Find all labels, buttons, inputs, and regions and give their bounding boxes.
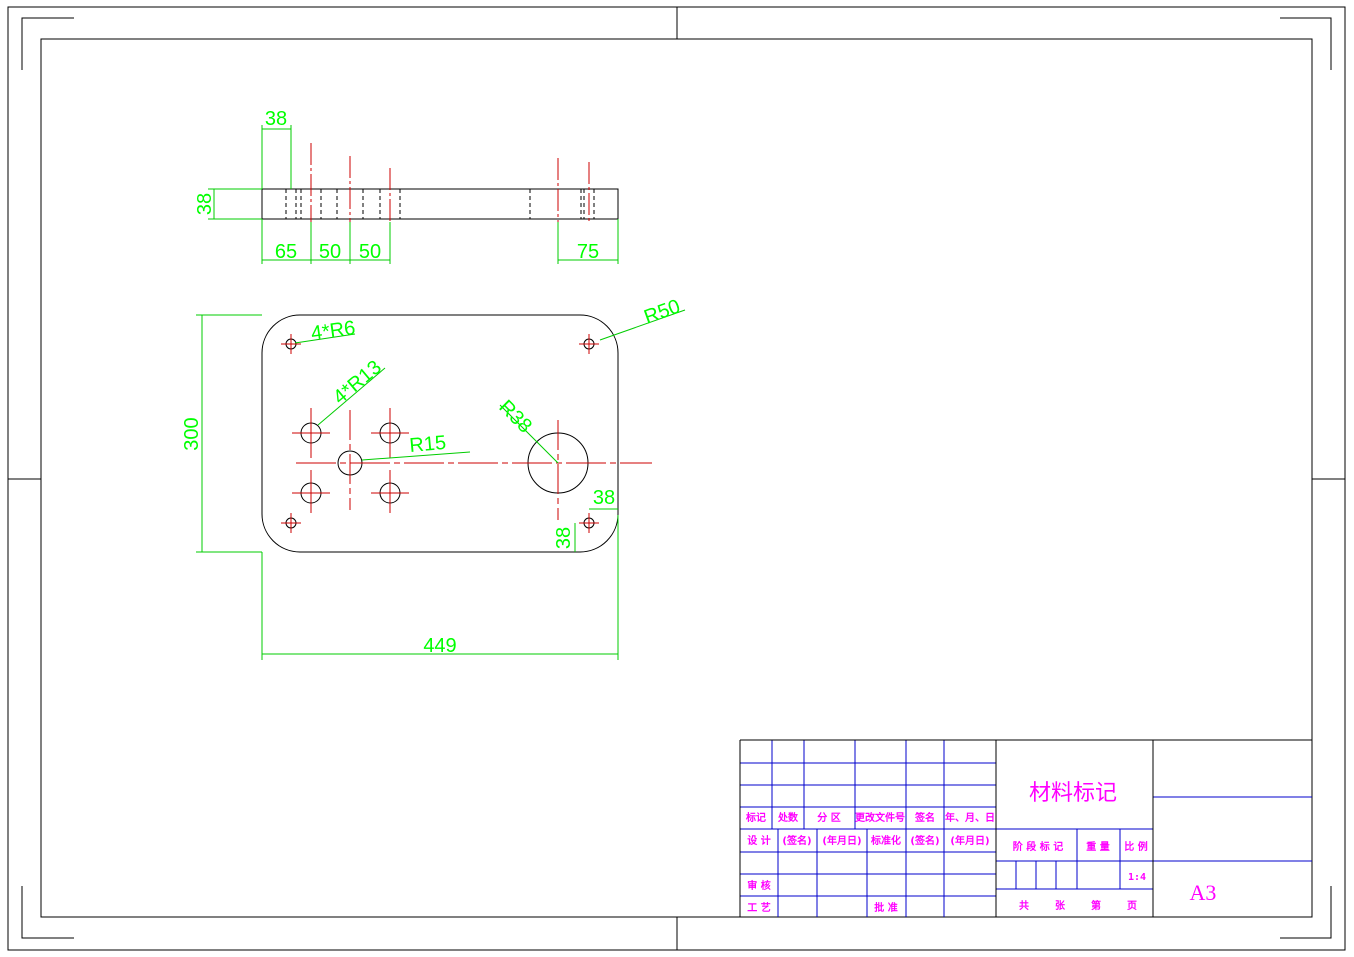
dim-offset-y: 38 <box>553 527 575 549</box>
dim-height-300: 300 <box>181 417 203 450</box>
tb-stage-mark: 阶 段 标 记 <box>1013 840 1063 853</box>
dim-50-a: 50 <box>319 241 341 263</box>
dim-corner-holes: 4*R6 <box>310 317 357 345</box>
tb-ratio: 比 例 <box>1124 840 1147 853</box>
title-grid <box>740 740 1312 917</box>
tb-sheet-size: A3 <box>1190 880 1217 905</box>
tb-date1: (年月日) <box>822 834 861 847</box>
tb-weight: 重 量 <box>1086 840 1109 853</box>
tb-sign1: (签名) <box>782 834 811 847</box>
tb-date: 年、月、日 <box>945 811 995 824</box>
dim-50-b: 50 <box>359 241 381 263</box>
tb-sign2: (签名) <box>910 834 939 847</box>
dim-offset-x: 38 <box>593 487 615 509</box>
dim-thickness-top: 38 <box>265 108 287 130</box>
tb-mark: 标记 <box>745 811 766 824</box>
side-center-lines <box>310 143 590 222</box>
top-dimensions <box>196 309 686 660</box>
tb-page-no: 第 <box>1091 899 1101 912</box>
tb-change-doc: 更改文件号 <box>855 811 905 824</box>
dim-big-hole: R38 <box>494 396 536 438</box>
tb-approve: 批 准 <box>874 901 897 914</box>
dim-center-hole: R15 <box>409 432 447 457</box>
tb-total: 共 <box>1019 899 1029 912</box>
tb-standard: 标准化 <box>870 834 901 847</box>
dim-pattern-holes: 4*R13 <box>329 356 386 409</box>
tb-zone: 分 区 <box>817 811 840 824</box>
dim-65: 65 <box>275 241 297 263</box>
sheet-border <box>7 6 1346 951</box>
side-view: 38 38 65 50 50 75 <box>194 108 619 264</box>
dim-thickness-left: 38 <box>194 193 216 215</box>
tb-count: 处数 <box>777 811 799 824</box>
tb-page: 页 <box>1127 900 1137 912</box>
tb-date2: (年月日) <box>950 834 989 847</box>
title-frame <box>739 739 1312 917</box>
tb-process: 工 艺 <box>747 901 770 914</box>
title-block: 标记 处数 分 区 更改文件号 签名 年、月、日 设 计 (签名) (年月日) … <box>739 739 1312 917</box>
outer-border <box>7 6 1346 951</box>
side-dimensions <box>208 125 619 264</box>
plate-outline <box>261 314 619 553</box>
tb-scale: 1:4 <box>1128 872 1146 883</box>
tb-signature: 签名 <box>914 811 935 824</box>
inner-border <box>40 38 1313 918</box>
dim-width-449: 449 <box>423 635 456 657</box>
dim-corner-radius: R50 <box>641 295 683 328</box>
tb-design: 设 计 <box>747 834 770 847</box>
side-view-outline <box>261 188 619 220</box>
tb-review: 审 核 <box>747 879 770 892</box>
top-center-lines <box>281 334 652 533</box>
top-view: 300 449 4*R6 4*R13 R15 R38 R50 38 38 <box>181 295 686 660</box>
tb-material: 材料标记 <box>1029 781 1117 806</box>
dim-75: 75 <box>577 241 599 263</box>
hidden-lines <box>285 189 595 219</box>
tb-sheets: 张 <box>1055 899 1066 912</box>
